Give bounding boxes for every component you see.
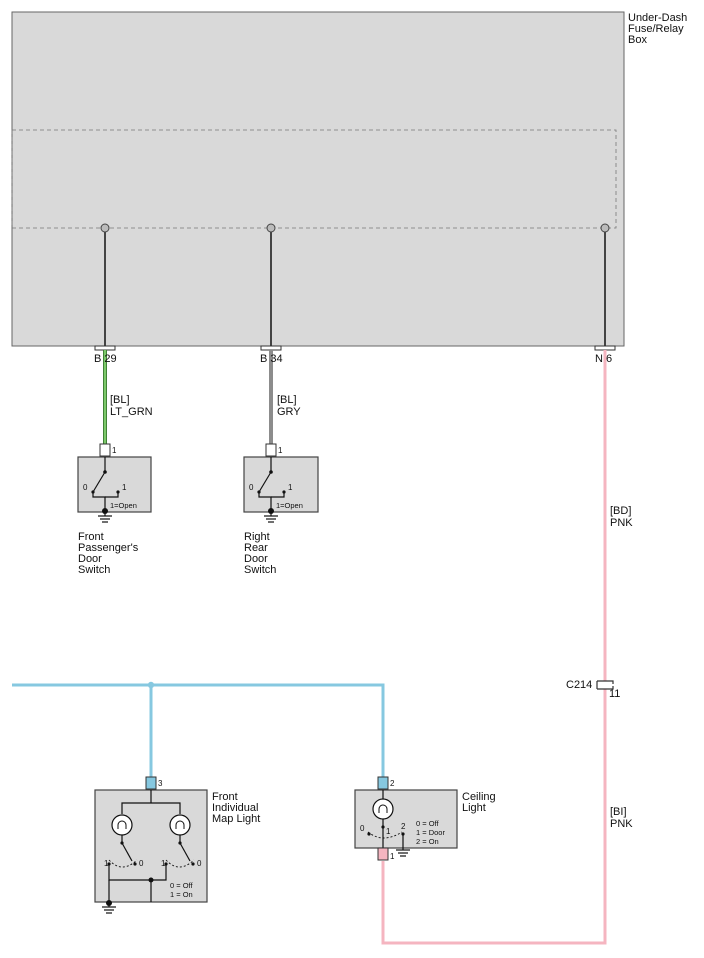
wire-1-color: LT_GRN bbox=[110, 406, 153, 418]
front-pass-switch-pin: 1 bbox=[112, 446, 117, 455]
map-light-pos-a0: 0 bbox=[139, 859, 144, 868]
map-light-pos-b1: 1 bbox=[161, 859, 166, 868]
ceiling-light-legend-1: 0 = Off bbox=[416, 819, 440, 828]
front-pass-switch-name-3: Door bbox=[78, 553, 102, 565]
ceiling-light-legend-2: 1 = Door bbox=[416, 828, 445, 837]
ceiling-light-name-2: Light bbox=[462, 802, 486, 814]
ceiling-light-name-1: Ceiling bbox=[462, 791, 496, 803]
connector-b29-pin bbox=[94, 345, 116, 351]
wire-3-color: PNK bbox=[610, 517, 633, 529]
wire-4-color: PNK bbox=[610, 818, 633, 830]
map-light-legend-2: 1 = On bbox=[170, 890, 193, 899]
right-rear-switch-name-2: Rear bbox=[244, 542, 268, 554]
map-light-name-2: Individual bbox=[212, 802, 258, 814]
wire-2-harness: [BL] bbox=[277, 394, 297, 406]
connector-c214-label: C214 bbox=[566, 679, 592, 691]
front-pass-switch-pos0: 0 bbox=[83, 483, 88, 492]
connector-b29-label: B 29 bbox=[94, 353, 117, 365]
map-light-pos-a1: 1 bbox=[104, 859, 109, 868]
ceiling-light-pin-top: 2 bbox=[390, 779, 395, 788]
front-pass-switch-pos1: 1 bbox=[122, 483, 127, 492]
right-rear-door-switch bbox=[243, 443, 319, 523]
splice-dot bbox=[147, 681, 155, 689]
fuse-relay-box: Under-Dash Fuse/Relay Box bbox=[11, 11, 687, 347]
ceiling-light-pos1: 1 bbox=[386, 827, 391, 836]
lamp-icon bbox=[111, 814, 133, 836]
front-pass-switch-name-4: Switch bbox=[78, 564, 110, 576]
ceiling-light bbox=[354, 776, 458, 861]
connector-b34-label: B 34 bbox=[260, 353, 283, 365]
map-light-legend-1: 0 = Off bbox=[170, 881, 194, 890]
wire-4-harness: [BI] bbox=[610, 806, 627, 818]
fuse-box-name-line-2: Fuse/Relay bbox=[628, 23, 684, 35]
ceiling-light-pos2: 2 bbox=[401, 822, 406, 831]
fuse-box-name-line-3: Box bbox=[628, 34, 647, 46]
front-individual-map-light bbox=[94, 776, 208, 914]
map-light-name-1: Front bbox=[212, 791, 238, 803]
front-pass-switch-legend: 1=Open bbox=[110, 501, 137, 510]
lamp-icon bbox=[169, 814, 191, 836]
ceiling-light-pos0: 0 bbox=[360, 824, 365, 833]
map-light-name-3: Map Light bbox=[212, 813, 260, 825]
connector-c214-pin: 11 bbox=[609, 688, 620, 700]
front-pass-switch-name-1: Front bbox=[78, 531, 104, 543]
wire-pnk-lower bbox=[381, 689, 607, 945]
front-passenger-door-switch bbox=[77, 443, 152, 523]
terminal-dot bbox=[266, 223, 276, 233]
right-rear-switch-name-1: Right bbox=[244, 531, 270, 543]
right-rear-switch-pos1: 1 bbox=[288, 483, 293, 492]
fuse-box-name-line-1: Under-Dash bbox=[628, 12, 687, 24]
ceiling-light-pin-bottom: 1 bbox=[390, 852, 395, 861]
connector-b34-pin bbox=[260, 345, 282, 351]
connector-n6-pin bbox=[594, 345, 616, 351]
wire-1-harness: [BL] bbox=[110, 394, 130, 406]
map-light-pos-b0: 0 bbox=[197, 859, 202, 868]
front-pass-switch-name-2: Passenger's bbox=[78, 542, 139, 554]
right-rear-switch-pin: 1 bbox=[278, 446, 283, 455]
lamp-icon bbox=[372, 798, 394, 820]
right-rear-switch-legend: 1=Open bbox=[276, 501, 303, 510]
wire-light-blue bbox=[12, 681, 385, 777]
wire-3-harness: [BD] bbox=[610, 505, 631, 517]
wire-2-color: GRY bbox=[277, 406, 301, 418]
ceiling-light-legend-3: 2 = On bbox=[416, 837, 439, 846]
connector-c214 bbox=[596, 680, 614, 690]
right-rear-switch-name-3: Door bbox=[244, 553, 268, 565]
terminal-dot bbox=[600, 223, 610, 233]
connector-n6-label: N 6 bbox=[595, 353, 612, 365]
right-rear-switch-pos0: 0 bbox=[249, 483, 254, 492]
map-light-pin: 3 bbox=[158, 779, 163, 788]
terminal-dot bbox=[100, 223, 110, 233]
right-rear-switch-name-4: Switch bbox=[244, 564, 276, 576]
